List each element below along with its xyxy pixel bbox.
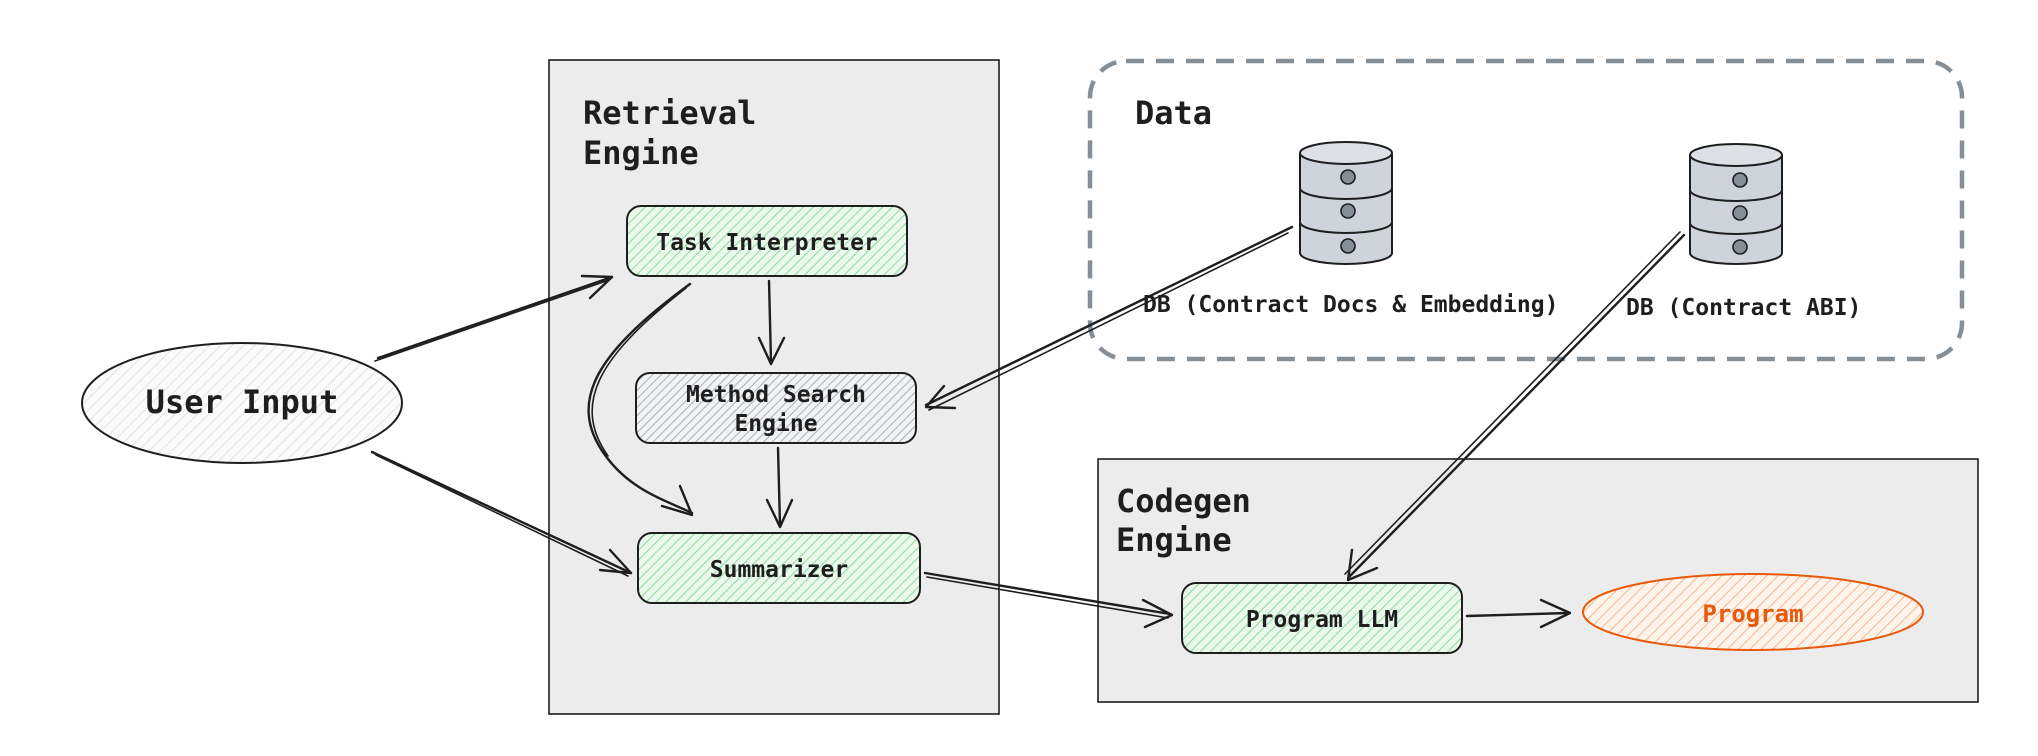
program-label: Program xyxy=(1702,600,1803,628)
data-dashed-border xyxy=(1087,58,1965,362)
data-group: Data xyxy=(1087,58,1965,362)
docs-db-label: DB (Contract Docs & Embedding) xyxy=(1143,292,1558,318)
program-llm-node[interactable]: Program LLM xyxy=(1181,582,1463,654)
method-search-engine-node[interactable]: Method Search Engine xyxy=(635,372,917,444)
codegen-engine-title-line1: Codegen xyxy=(1116,482,1251,520)
data-title: Data xyxy=(1135,94,1212,132)
program-llm-label: Program LLM xyxy=(1246,607,1398,633)
method-search-label-line2: Engine xyxy=(734,411,817,437)
edge-task-interpreter-to-summarizer xyxy=(587,282,694,517)
method-search-label-line1: Method Search xyxy=(686,382,866,408)
edge-program-llm-to-program xyxy=(1465,598,1572,629)
codegen-engine-title-line2: Engine xyxy=(1116,521,1232,559)
edge-abi-db-to-program-llm xyxy=(1344,231,1686,582)
summarizer-label: Summarizer xyxy=(710,557,848,583)
edge-summarizer-to-program-llm xyxy=(923,571,1174,629)
edge-method-search-to-summarizer xyxy=(765,446,794,529)
docs-db-icon xyxy=(1299,141,1393,265)
retrieval-engine-title-line1: Retrieval xyxy=(583,94,756,132)
retrieval-engine-title-line2: Engine xyxy=(583,134,699,172)
summarizer-node[interactable]: Summarizer xyxy=(637,532,921,604)
user-input-label: User Input xyxy=(146,383,339,421)
task-interpreter-label: Task Interpreter xyxy=(656,230,878,256)
user-input-node[interactable]: User Input xyxy=(81,342,403,464)
codegen-engine-group: Codegen Engine xyxy=(1097,458,1979,703)
task-interpreter-node[interactable]: Task Interpreter xyxy=(626,205,908,277)
abi-db-icon xyxy=(1689,143,1783,265)
edge-task-interpreter-to-method-search xyxy=(757,279,786,366)
program-node[interactable]: Program xyxy=(1582,573,1924,651)
abi-db-label: DB (Contract ABI) xyxy=(1626,295,1861,321)
edge-docs-db-to-method-search xyxy=(924,225,1294,411)
edge-user-input-to-task-interpreter xyxy=(374,274,614,362)
edge-user-input-to-summarizer xyxy=(370,450,633,577)
